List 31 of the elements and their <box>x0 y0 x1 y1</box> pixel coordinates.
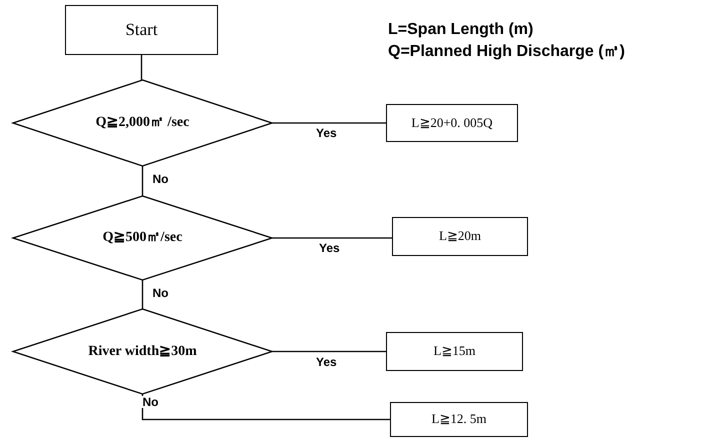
connector-line <box>142 394 390 420</box>
edge-label: No <box>150 173 170 185</box>
result-text: L≧12. 5m <box>431 411 487 428</box>
connector-line <box>142 166 144 196</box>
start-box <box>65 5 218 55</box>
connector-line <box>272 122 386 124</box>
condition-text: Q≧500㎡/sec <box>102 229 182 247</box>
decision-diamond <box>10 308 274 395</box>
edge-label: Yes <box>314 356 339 368</box>
edge-label: No <box>140 396 160 408</box>
result-text: L≧15m <box>433 343 476 360</box>
edge-label: Yes <box>314 127 339 139</box>
result-box <box>390 402 528 437</box>
connector-line <box>142 280 144 309</box>
decision-diamond <box>10 79 274 167</box>
decision-diamond <box>10 195 274 281</box>
condition-text: River width≧30m <box>88 342 197 360</box>
edge-label: Yes <box>317 242 342 254</box>
start-text: Start <box>125 19 158 41</box>
result-box <box>386 332 523 371</box>
connector-line <box>272 237 392 239</box>
result-box <box>392 217 528 256</box>
legend-note: Q=Planned High Discharge (㎥) <box>388 42 625 62</box>
connector-line <box>272 350 386 352</box>
condition-text: Q≧2,000㎡ /sec <box>96 114 190 132</box>
edge-label: No <box>150 286 170 298</box>
result-box <box>386 104 518 142</box>
result-text: L≧20+0. 005Q <box>411 114 493 132</box>
legend-note: L=Span Length (m) <box>388 20 534 40</box>
result-text: L≧20m <box>438 228 482 245</box>
connector-line <box>140 55 142 80</box>
